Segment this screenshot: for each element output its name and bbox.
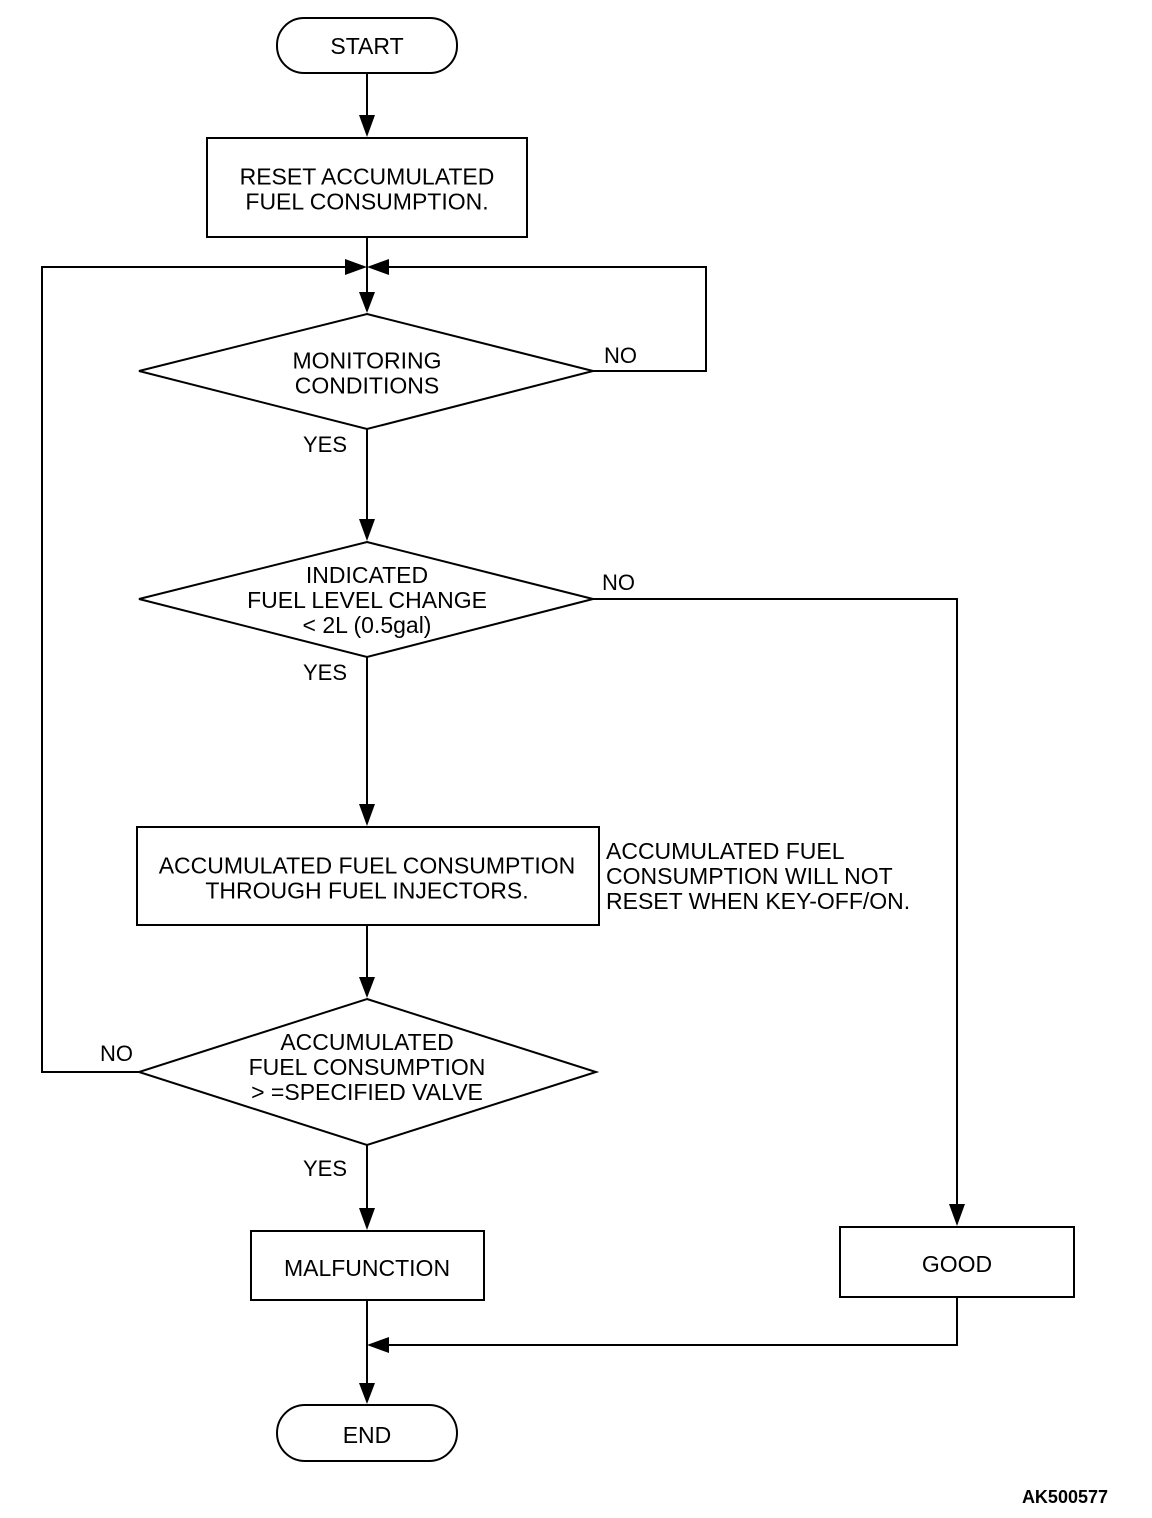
label-compare-no: NO bbox=[100, 1041, 133, 1066]
arrowhead-loop-left bbox=[345, 259, 367, 275]
note-line-1: ACCUMULATED FUEL bbox=[606, 838, 845, 864]
node-malfunction: MALFUNCTION bbox=[250, 1230, 485, 1301]
node-end: END bbox=[276, 1404, 458, 1462]
start-line-1: START bbox=[330, 33, 403, 59]
note-line-2: CONSUMPTION WILL NOT bbox=[606, 863, 893, 889]
fuel-level-line-1: INDICATED bbox=[306, 562, 428, 588]
node-good: GOOD bbox=[839, 1226, 1075, 1298]
compare-line-1: ACCUMULATED bbox=[280, 1029, 453, 1055]
svg-text:MALFUNCTION: MALFUNCTION bbox=[284, 1255, 450, 1281]
accumulate-line-1: ACCUMULATED FUEL CONSUMPTION bbox=[159, 853, 576, 879]
arrowhead-loop-right bbox=[367, 259, 389, 275]
connector-compare-no-loop bbox=[41, 266, 350, 1073]
connector-good-to-end bbox=[384, 1297, 958, 1346]
reset-line-2: FUEL CONSUMPTION. bbox=[245, 189, 488, 215]
good-line-1: GOOD bbox=[922, 1251, 992, 1277]
end-line-1: END bbox=[343, 1422, 392, 1448]
node-start: START bbox=[276, 17, 458, 74]
arrowhead-end bbox=[359, 1383, 375, 1404]
accumulate-line-2: THROUGH FUEL INJECTORS. bbox=[205, 878, 528, 904]
arrowhead-accumulate bbox=[359, 804, 375, 826]
fuel-level-line-2: FUEL LEVEL CHANGE bbox=[247, 587, 487, 613]
figure-id: AK500577 bbox=[1022, 1487, 1108, 1507]
arrowhead-good bbox=[949, 1204, 965, 1226]
malfunction-line-1: MALFUNCTION bbox=[284, 1255, 450, 1281]
note-line-3: RESET WHEN KEY-OFF/ON. bbox=[606, 888, 910, 914]
label-fuel-level-no: NO bbox=[602, 570, 635, 595]
monitoring-line-1: MONITORING bbox=[292, 348, 441, 374]
label-monitoring-no: NO bbox=[604, 343, 637, 368]
connector-monitoring-no-loop bbox=[384, 266, 707, 372]
monitoring-line-2: CONDITIONS bbox=[295, 373, 439, 399]
arrowhead-monitoring bbox=[359, 292, 375, 313]
reset-line-1: RESET ACCUMULATED bbox=[240, 164, 495, 190]
label-compare-yes: YES bbox=[303, 1156, 347, 1181]
compare-line-2: FUEL CONSUMPTION bbox=[249, 1054, 486, 1080]
label-monitoring-yes: YES bbox=[303, 432, 347, 457]
compare-line-3: > =SPECIFIED VALVE bbox=[251, 1079, 483, 1105]
svg-text:START: START bbox=[330, 33, 403, 59]
arrowhead-fuel-level bbox=[359, 519, 375, 541]
connector-fuel-level-no-to-good bbox=[593, 598, 958, 1212]
arrowheads bbox=[345, 115, 965, 1404]
label-fuel-level-yes: YES bbox=[303, 660, 347, 685]
arrowhead-compare bbox=[359, 977, 375, 998]
connectors bbox=[41, 73, 958, 1391]
arrowhead-merge bbox=[367, 1337, 389, 1353]
arrowhead-malfunction bbox=[359, 1208, 375, 1230]
fuel-level-line-3: < 2L (0.5gal) bbox=[303, 612, 432, 638]
arrowhead-reset bbox=[359, 115, 375, 137]
svg-text:GOOD: GOOD bbox=[922, 1251, 992, 1277]
svg-text:END: END bbox=[343, 1422, 392, 1448]
